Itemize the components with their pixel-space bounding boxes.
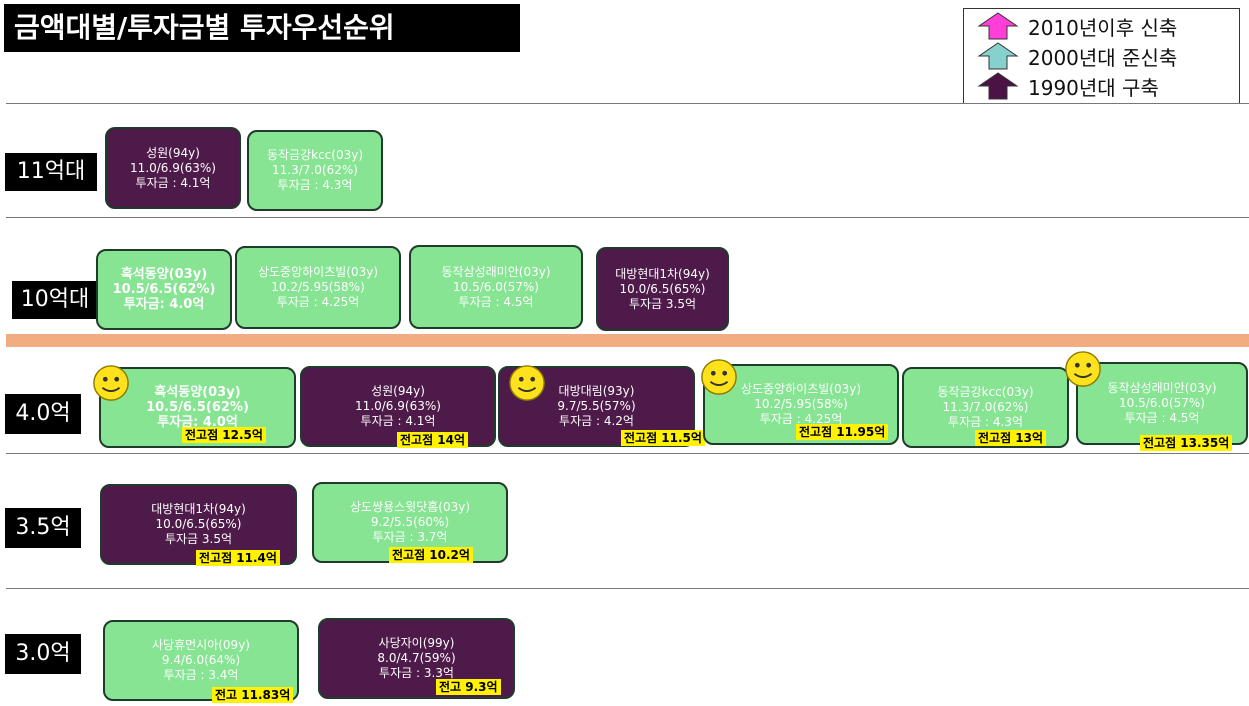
apt-invest: 투자금 3.5억 — [164, 532, 233, 546]
peak-price-badge: 전고점 14억 — [397, 432, 469, 448]
apt-name: 대방현대1차(94y) — [151, 502, 246, 516]
apartment-card-semi: 사당휴먼시아(09y) 9.4/6.0(64%) 투자금 : 3.4억 — [103, 620, 299, 701]
apartment-card-old: 대방현대1차(94y) 10.0/6.5(65%) 투자금 3.5억 — [596, 247, 729, 331]
apt-stat: 11.3/7.0(62%) — [272, 163, 358, 177]
apt-stat: 10.5/6.5(62%) — [112, 282, 216, 297]
peak-price-badge: 전고점 11.4억 — [196, 550, 280, 566]
apt-invest: 투자금 : 4.5억 — [1124, 411, 1200, 425]
apt-name: 대방대림(93y) — [558, 384, 635, 398]
tier-label-11: 11억대 — [5, 153, 97, 191]
peak-price-badge: 전고점 10.2억 — [389, 547, 473, 563]
smiley-icon — [93, 365, 129, 401]
tier-label-4-0: 4.0억 — [5, 394, 81, 434]
peak-price-badge: 전고점 12.5억 — [182, 427, 266, 443]
legend-label: 2000년대 준신축 — [1028, 45, 1178, 70]
apt-stat: 10.0/6.5(65%) — [619, 281, 706, 296]
apt-invest: 투자금 : 4.2억 — [559, 414, 634, 428]
apt-stat: 10.5/6.0(57%) — [1119, 396, 1205, 410]
apt-stat: 10.2/5.95(58%) — [754, 397, 848, 411]
apt-name: 상도중앙하이츠빌(03y) — [740, 382, 862, 396]
apt-invest: 투자금 : 3.3억 — [379, 666, 454, 680]
tier-label-3-5: 3.5억 — [5, 508, 81, 548]
divider-band — [6, 334, 1249, 347]
apt-name: 동작금강kcc(03y) — [266, 148, 364, 162]
apt-name: 흑석동양(03y) — [154, 385, 241, 400]
smiley-icon — [509, 365, 545, 401]
peak-price-badge: 전고점 11.5억 — [621, 430, 705, 446]
arrow-up-icon — [977, 72, 1019, 100]
apt-stat: 10.0/6.5(65%) — [155, 517, 242, 531]
apartment-card-semi: 상도쌍용스윗닷홈(03y) 9.2/5.5(60%) 투자금 : 3.7억 — [312, 482, 508, 563]
apt-invest: 투자금 : 4.25억 — [759, 412, 843, 426]
apt-name: 동작삼성래미안(03y) — [1107, 381, 1217, 395]
apartment-card-semi: 동작삼성래미안(03y) 10.5/6.0(57%) 투자금 : 4.5억 — [409, 245, 583, 329]
divider — [6, 103, 1249, 104]
apt-stat: 8.0/4.7(59%) — [377, 651, 456, 665]
legend-item-new: 2010년이후 신축 — [970, 11, 1177, 41]
divider — [6, 453, 1249, 454]
smiley-icon — [701, 359, 737, 395]
apt-stat: 9.2/5.5(60%) — [370, 515, 450, 529]
divider — [6, 217, 1249, 218]
apt-invest: 투자금 : 4.1억 — [360, 414, 436, 428]
tier-label-3-0: 3.0억 — [5, 634, 81, 674]
apt-stat: 11.0/6.9(63%) — [355, 399, 441, 413]
apt-invest: 투자금 : 3.7억 — [372, 530, 448, 544]
apartment-card-semi: 동작금강kcc(03y) 11.3/7.0(62%) 투자금 : 4.3억 — [247, 130, 383, 211]
apt-invest: 투자금 : 4.3억 — [277, 178, 353, 192]
arrow-up-icon — [977, 12, 1019, 40]
apt-stat: 10.5/6.5(62%) — [146, 400, 249, 415]
apt-invest: 투자금 : 3.4억 — [163, 668, 239, 682]
apt-stat: 11.0/6.9(63%) — [130, 160, 216, 175]
peak-price-badge: 전고 9.3억 — [436, 679, 501, 695]
apt-name: 동작금강kcc(03y) — [937, 385, 1034, 399]
legend-item-old: 1990년대 구축 — [970, 71, 1159, 101]
apt-invest: 투자금 : 4.3억 — [948, 415, 1023, 429]
apt-stat: 9.7/5.5(57%) — [557, 399, 636, 413]
legend-label: 2010년이후 신축 — [1028, 15, 1178, 40]
apt-stat: 10.2/5.95(58%) — [271, 280, 365, 294]
page-title: 금액대별/투자금별 투자우선순위 — [4, 4, 520, 52]
peak-price-badge: 전고점 11.95억 — [796, 424, 889, 440]
apt-name: 흑석동양(03y) — [120, 267, 208, 282]
peak-price-badge: 전고점 13억 — [975, 430, 1047, 446]
apt-name: 사당휴먼시아(09y) — [152, 638, 250, 652]
smiley-icon — [1065, 351, 1101, 387]
apt-invest: 투자금 : 4.5억 — [458, 294, 534, 309]
apartment-card-semi: 상도중앙하이츠빌(03y) 10.2/5.95(58%) 투자금 : 4.25억 — [235, 246, 401, 329]
apartment-card-old: 성원(94y) 11.0/6.9(63%) 투자금 : 4.1억 — [105, 127, 241, 209]
apt-name: 상도중앙하이츠빌(03y) — [257, 265, 379, 279]
apt-stat: 11.3/7.0(62%) — [942, 400, 1029, 414]
apt-stat: 9.4/6.0(64%) — [161, 653, 241, 667]
apt-invest: 투자금: 4.0억 — [157, 415, 238, 430]
arrow-up-icon — [977, 42, 1019, 70]
legend-label: 1990년대 구축 — [1028, 75, 1159, 100]
apt-invest: 투자금 3.5억 — [628, 296, 697, 311]
apt-name: 대방현대1차(94y) — [615, 266, 710, 281]
apt-invest: 투자금 : 4.25억 — [276, 295, 360, 309]
tier-label-10: 10억대 — [12, 281, 98, 319]
apt-name: 동작삼성래미안(03y) — [441, 264, 551, 279]
divider — [6, 588, 1249, 589]
apt-name: 사당자이(99y) — [378, 636, 455, 650]
apt-stat: 10.5/6.0(57%) — [453, 279, 539, 294]
legend: 2010년이후 신축 2000년대 준신축 1990년대 구축 — [963, 8, 1240, 104]
apartment-card-semi: 흑석동양(03y) 10.5/6.5(62%) 투자금: 4.0억 — [96, 249, 232, 330]
legend-item-semi: 2000년대 준신축 — [970, 41, 1177, 71]
apt-invest: 투자금: 4.0억 — [123, 297, 205, 312]
apt-name: 성원(94y) — [371, 384, 425, 398]
peak-price-badge: 전고점 13.35억 — [1140, 435, 1233, 451]
apt-name: 성원(94y) — [146, 145, 200, 160]
peak-price-badge: 전고 11.83억 — [212, 687, 294, 703]
apt-invest: 투자금 : 4.1억 — [135, 175, 211, 190]
apt-name: 상도쌍용스윗닷홈(03y) — [349, 500, 471, 514]
